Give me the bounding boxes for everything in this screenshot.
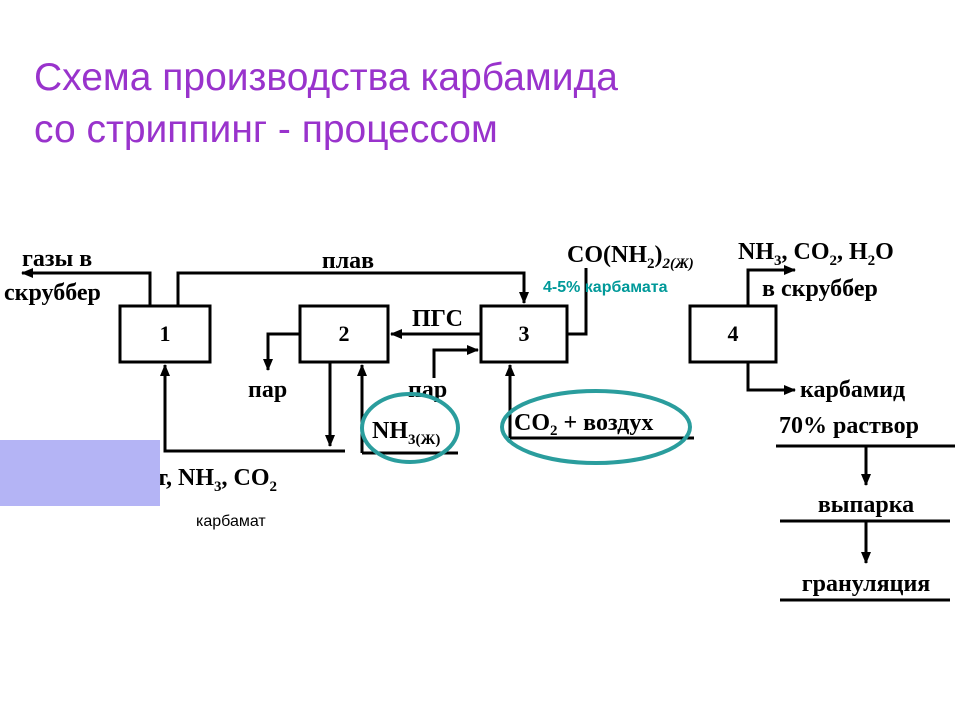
arrow-carbamate-in: [160, 364, 345, 453]
block-4: 4: [688, 304, 778, 364]
line-product-out: [567, 268, 588, 336]
arrow-steam-out: [263, 332, 300, 371]
label-steam-right: пар: [408, 377, 447, 403]
block-1: 1: [118, 304, 212, 364]
block-1-label: 1: [160, 321, 171, 346]
label-steam-left: пар: [248, 377, 287, 403]
label-bottom-streams: т, NH3, CO2: [156, 465, 277, 495]
label-gases-1: газы в: [22, 246, 92, 272]
label-to-scrubber: в скруббер: [762, 276, 878, 302]
label-co2-air: CO2 + воздух: [514, 410, 653, 439]
label-solution: 70% раствор: [779, 413, 919, 439]
label-nh3: NH3(Ж): [372, 418, 440, 448]
block-3-label: 3: [519, 321, 530, 346]
co2-air-highlight-ellipse: [500, 389, 692, 465]
label-evaporation: выпарка: [818, 492, 914, 518]
label-product: CO(NH2)2(Ж): [567, 242, 694, 272]
page-title: Схема производства карбамида со стриппин…: [34, 52, 618, 156]
arrow-steam-in: [432, 345, 479, 378]
label-gases-4: NH3, CO2, H2O: [738, 239, 894, 269]
label-carbamate: карбамат: [196, 513, 266, 530]
block-3: 3: [479, 304, 569, 364]
arrow-gases-4: [746, 265, 796, 306]
arrow-gases-out: [21, 268, 152, 306]
label-carbamate-share: 4-5% карбамата: [543, 279, 668, 296]
label-urea: карбамид: [800, 377, 905, 403]
block-2-label: 2: [339, 321, 350, 346]
label-melt: плав: [322, 248, 374, 274]
arrow-melt: [176, 271, 529, 306]
title-line-2: со стриппинг - процессом: [34, 108, 498, 151]
label-pgs: ПГС: [412, 306, 463, 332]
block-2: 2: [298, 304, 390, 364]
block-4-label: 4: [728, 321, 739, 346]
label-gases-2: скруббер: [4, 280, 101, 306]
nh3-highlight-ellipse: [360, 392, 460, 464]
title-line-1: Схема производства карбамида: [34, 56, 618, 99]
label-granulation: грануляция: [802, 571, 931, 597]
overlay-block: [0, 440, 160, 506]
arrow-urea-out: [746, 362, 796, 395]
